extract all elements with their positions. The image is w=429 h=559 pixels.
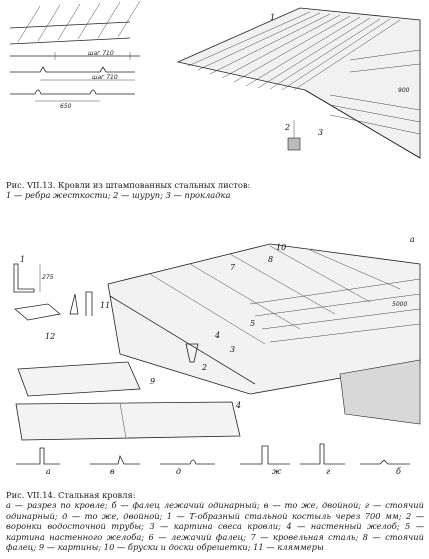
callout-2: 2 — [284, 123, 290, 132]
seam-g: г — [326, 467, 330, 476]
bracket-detail — [13, 263, 93, 321]
dim-bottom: 650 — [60, 103, 72, 110]
profile-sections — [10, 66, 135, 102]
figure-vii-14: 1 275 12 11 4 9 4 а 10 — [0, 234, 429, 482]
figure-vii-13: шаг 710 шаг 710 650 — [0, 0, 429, 166]
mark-12: 12 — [45, 332, 55, 341]
seam-profiles — [16, 443, 410, 465]
roof-perspective — [176, 7, 421, 159]
mark-6b: 4 — [235, 401, 241, 410]
callout-1: 1 — [270, 13, 275, 22]
corner-letter: а — [410, 235, 415, 244]
mark-4: 4 — [214, 331, 220, 340]
mark-1: 1 — [20, 255, 25, 264]
roof-section — [107, 243, 421, 425]
seam-e: д — [176, 467, 181, 476]
seam-zh: ж — [272, 467, 281, 476]
caption-vii-13: Рис. VII.13. Кровли из штампованных стал… — [6, 180, 424, 201]
mark-5: 5 — [250, 319, 255, 328]
caption-vii-14-title: Рис. VII.14. Стальная кровля: — [6, 490, 136, 500]
dim-top: шаг 710 — [88, 50, 114, 57]
seam-d: в — [110, 467, 115, 476]
mark-2: 2 — [201, 363, 207, 372]
dim-bracket: 275 — [42, 274, 54, 281]
dim-mid: шаг 710 — [92, 74, 118, 81]
caption-vii-14: Рис. VII.14. Стальная кровля: а — разрез… — [6, 490, 424, 552]
roof-mark: 900 — [398, 87, 410, 94]
figure-vii-14-drawing: 1 275 12 11 4 9 4 а 10 — [13, 235, 421, 476]
caption-vii-14-legend: а — разрез по кровле; б — фалец лежачий … — [6, 500, 424, 553]
caption-vii-13-title: Рис. VII.13. Кровли из штампованных стал… — [6, 180, 251, 190]
sheet-perspective — [9, 0, 141, 60]
callout-3: 3 — [318, 128, 323, 137]
figure-vii-13-drawing: шаг 710 шаг 710 650 — [9, 0, 421, 159]
mark-9: 9 — [150, 377, 155, 386]
mark-7: 7 — [230, 263, 236, 272]
seam-b: б — [396, 467, 401, 476]
caption-vii-13-legend: 1 — ребра жесткости; 2 — шуруп; 3 — прок… — [6, 190, 231, 201]
mark-10: 10 — [276, 243, 286, 252]
dim-slope: 5000 — [392, 301, 407, 308]
mark-8: 8 — [268, 255, 273, 264]
seam-a: а — [46, 467, 51, 476]
sheet-panels — [15, 361, 241, 441]
mark-3: 3 — [230, 345, 235, 354]
mark-11: 11 — [100, 301, 110, 310]
